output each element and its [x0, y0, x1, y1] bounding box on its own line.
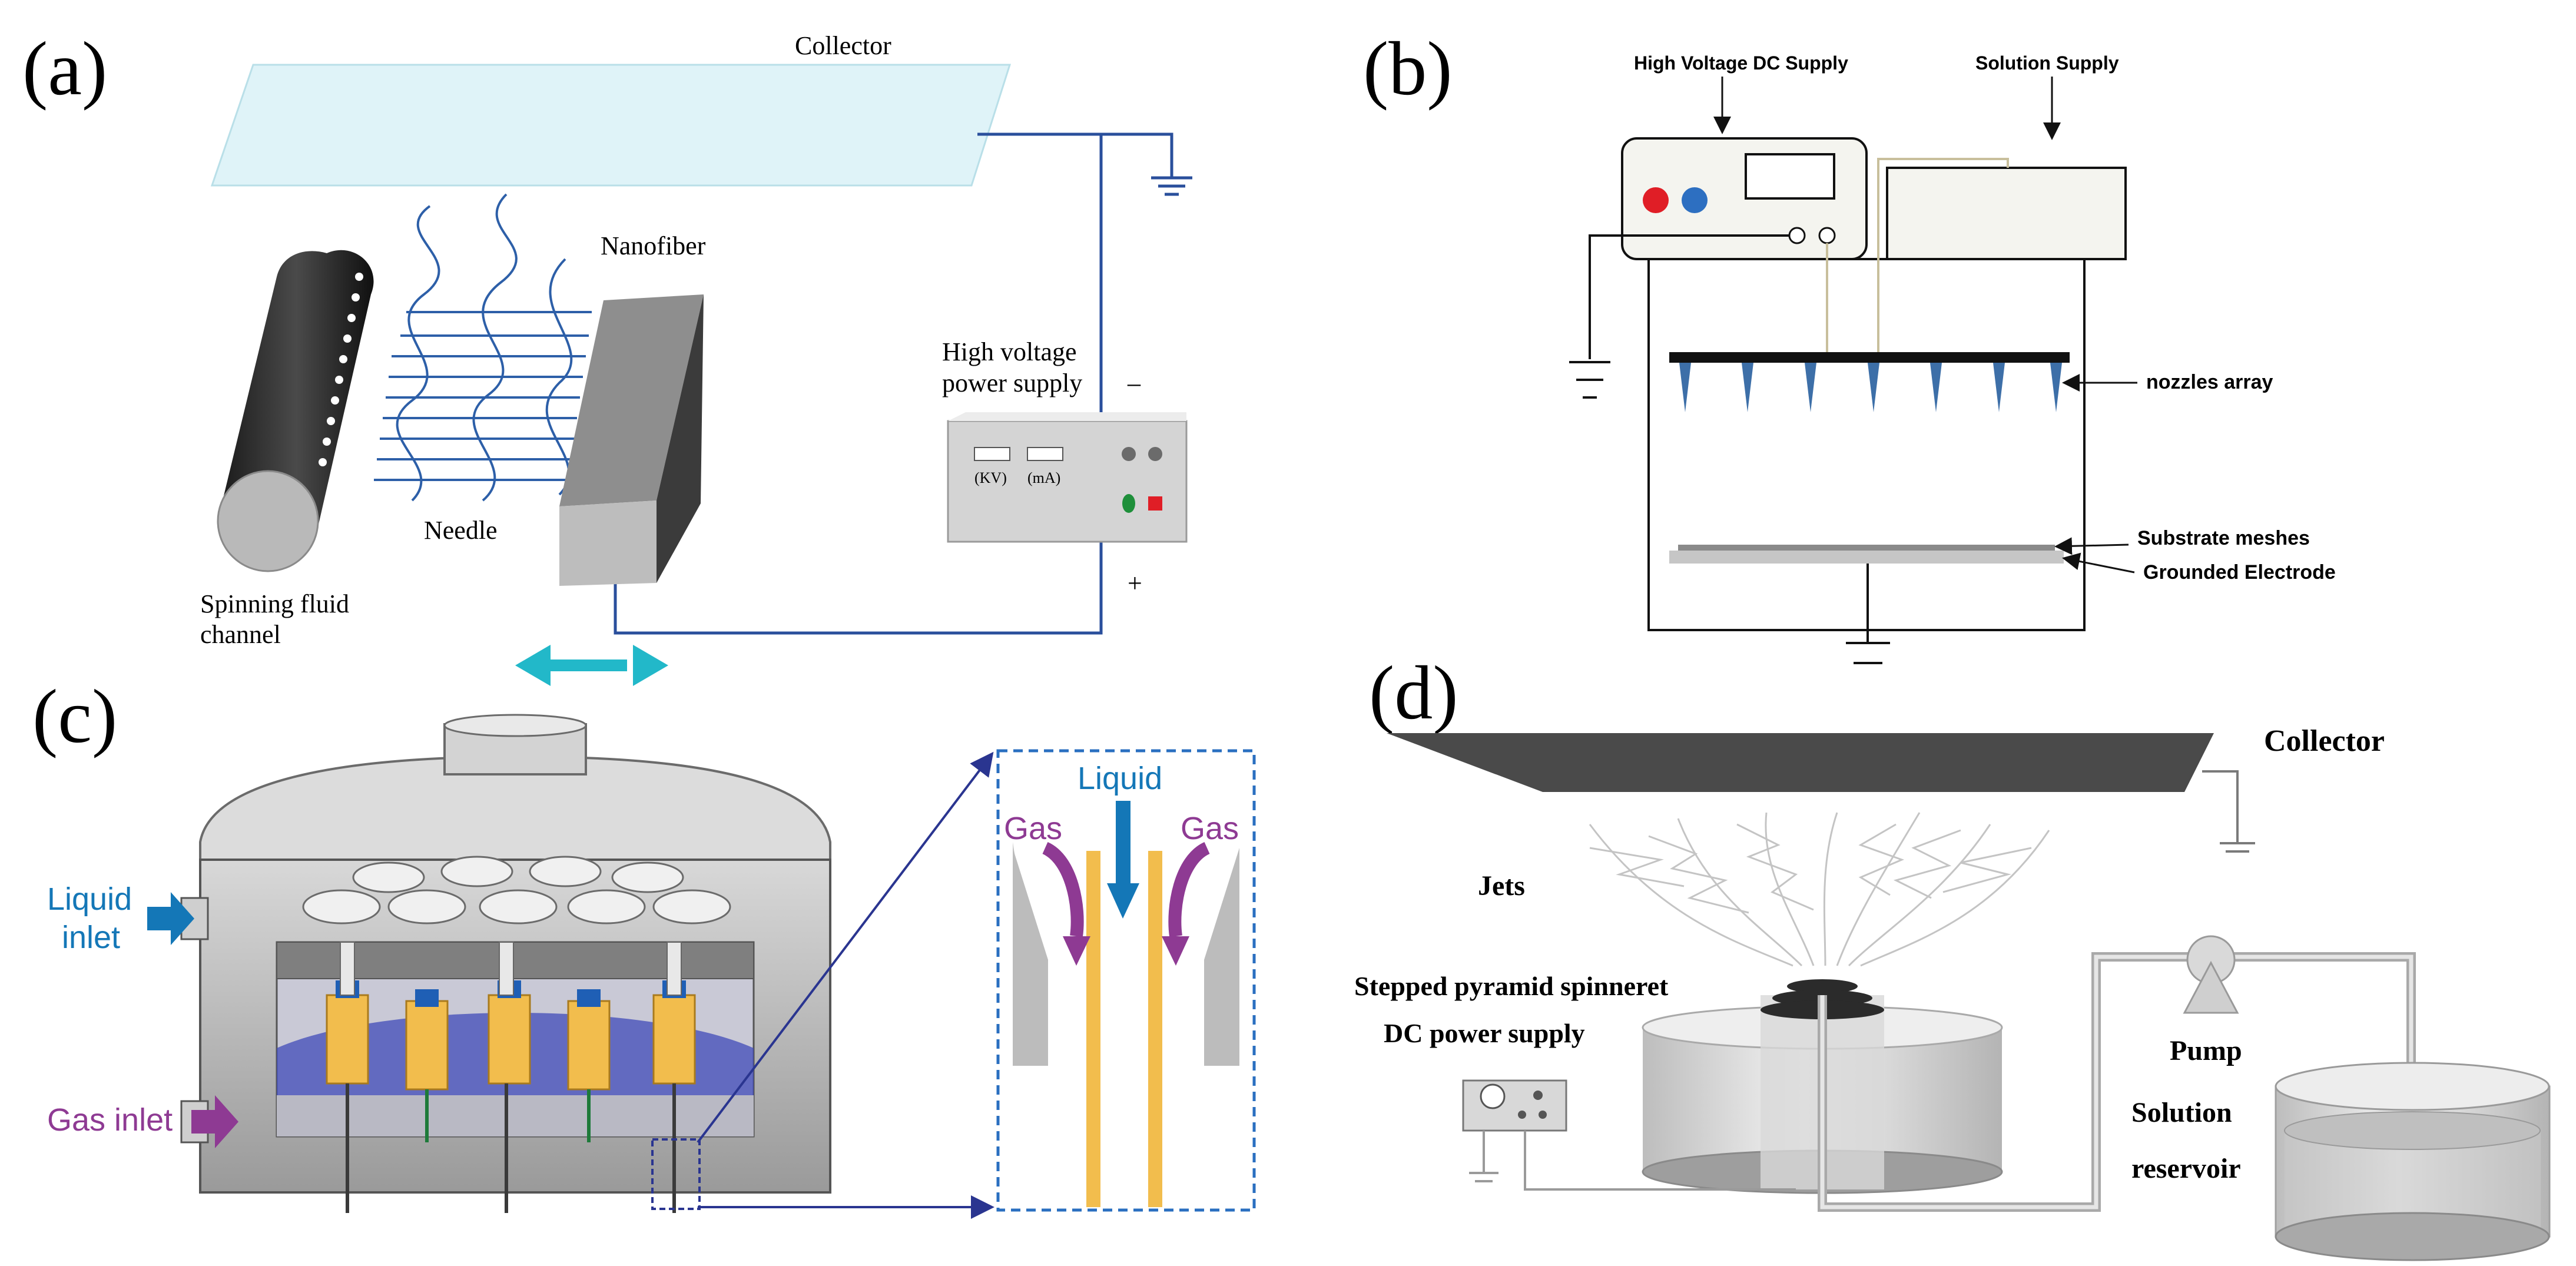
needle-label: Needle: [424, 516, 498, 545]
collector-ground-symbol: [2220, 842, 2255, 853]
nozzles-array-label: nozzles array: [2146, 371, 2273, 393]
multi-nozzle-device: [180, 714, 831, 1213]
gas-inlet-arrow: [191, 1095, 238, 1148]
panel-c-tag: (c): [32, 674, 117, 759]
ground-symbol-left: [1569, 361, 1610, 399]
solution-label-2: reservoir: [2131, 1153, 2241, 1184]
plus-sign: +: [1128, 569, 1142, 598]
needle-tips: [346, 1083, 676, 1213]
liquid-inlet-arrow: [147, 892, 194, 945]
solution-supply-box: [1886, 167, 2127, 260]
dc-ground-symbol: [1469, 1172, 1498, 1182]
spinning-holes: [319, 273, 363, 466]
jets-label: Jets: [1478, 870, 1525, 902]
jets: [1589, 812, 2050, 967]
panel-d: (d) Collector Jets: [1354, 651, 2551, 1261]
substrate-mesh: [1678, 545, 2055, 551]
nanofiber-label: Nanofiber: [601, 231, 706, 260]
panel-d-tag: (d): [1369, 651, 1458, 735]
substrate-arrow: [2054, 537, 2129, 555]
electrode-arrow: [2062, 552, 2135, 574]
substrate-meshes-label: Substrate meshes: [2137, 527, 2310, 549]
minus-sign: –: [1127, 369, 1141, 397]
pump-label: Pump: [2170, 1035, 2242, 1066]
collector-plate-d: [1387, 733, 2214, 792]
pump: [2183, 935, 2239, 1014]
dc-power-wire: [1524, 1131, 1796, 1191]
grounded-electrode-label: Grounded Electrode: [2143, 561, 2336, 584]
needle-block: [559, 294, 704, 586]
dc-power-supply-box: [1462, 1079, 1567, 1132]
yellow-nozzles: [326, 942, 696, 1091]
hv-label-2: power supply: [942, 369, 1082, 397]
panel-b: (b) High Voltage DC Supply Solution Supp…: [1363, 26, 2336, 664]
liquid-inlet-label-1: Liquid: [47, 881, 132, 917]
ground-lead: [1589, 234, 1789, 359]
ground-symbol-bottom: [1846, 642, 1890, 664]
collector-label: Collector: [795, 31, 891, 60]
collector-ground-wire: [2202, 770, 2239, 842]
gas-inlet-label: Gas inlet: [47, 1102, 173, 1138]
liquid-inlet-label-2: inlet: [62, 920, 120, 955]
panel-a: (a) Collector: [22, 26, 1192, 686]
detail-gas-right-label: Gas: [1181, 811, 1239, 846]
hv-label-1: High voltage: [942, 337, 1077, 366]
hv-dc-label: High Voltage DC Supply: [1634, 52, 1848, 74]
nozzles: [1679, 363, 2062, 412]
solution-reservoir: [2275, 1062, 2551, 1261]
nozzle-detail-view: [996, 749, 1256, 1212]
detail-liquid-label: Liquid: [1078, 761, 1162, 796]
solution-label-1: Solution: [2131, 1097, 2232, 1128]
kv-label: (KV): [974, 469, 1007, 486]
zoom-line-top: [697, 751, 994, 1144]
spinning-fluid-channel: [217, 250, 374, 572]
movement-arrow: [515, 645, 668, 686]
panel-a-tag: (a): [22, 26, 107, 111]
ground-symbol: [1151, 176, 1192, 196]
dc-power-label: DC power supply: [1384, 1018, 1585, 1048]
collector-label-d: Collector: [2264, 724, 2385, 758]
spinneret-label: Stepped pyramid spinneret: [1354, 971, 1669, 1001]
spinning-fluid-label-2: channel: [200, 620, 281, 649]
ma-label: (mA): [1027, 469, 1060, 486]
nanofibers: [374, 193, 592, 502]
panel-b-tag: (b): [1363, 26, 1453, 111]
nozzle-bar: [1669, 352, 2070, 363]
ground-wire: [614, 132, 1173, 635]
nozzle-cups: [302, 856, 731, 924]
grounded-electrode: [1669, 551, 2064, 564]
collector-plate: [210, 64, 1012, 187]
panel-c: (c): [32, 674, 1256, 1219]
solution-supply-label: Solution Supply: [1975, 52, 2119, 74]
hv-power-supply-box: [947, 412, 1188, 543]
supply-wires: [1826, 158, 2009, 353]
hv-dc-supply-box: [1621, 137, 1868, 260]
detail-gas-left-label: Gas: [1004, 811, 1062, 846]
spinning-fluid-label-1: Spinning fluid: [200, 589, 349, 618]
zoom-region: [651, 1138, 701, 1210]
